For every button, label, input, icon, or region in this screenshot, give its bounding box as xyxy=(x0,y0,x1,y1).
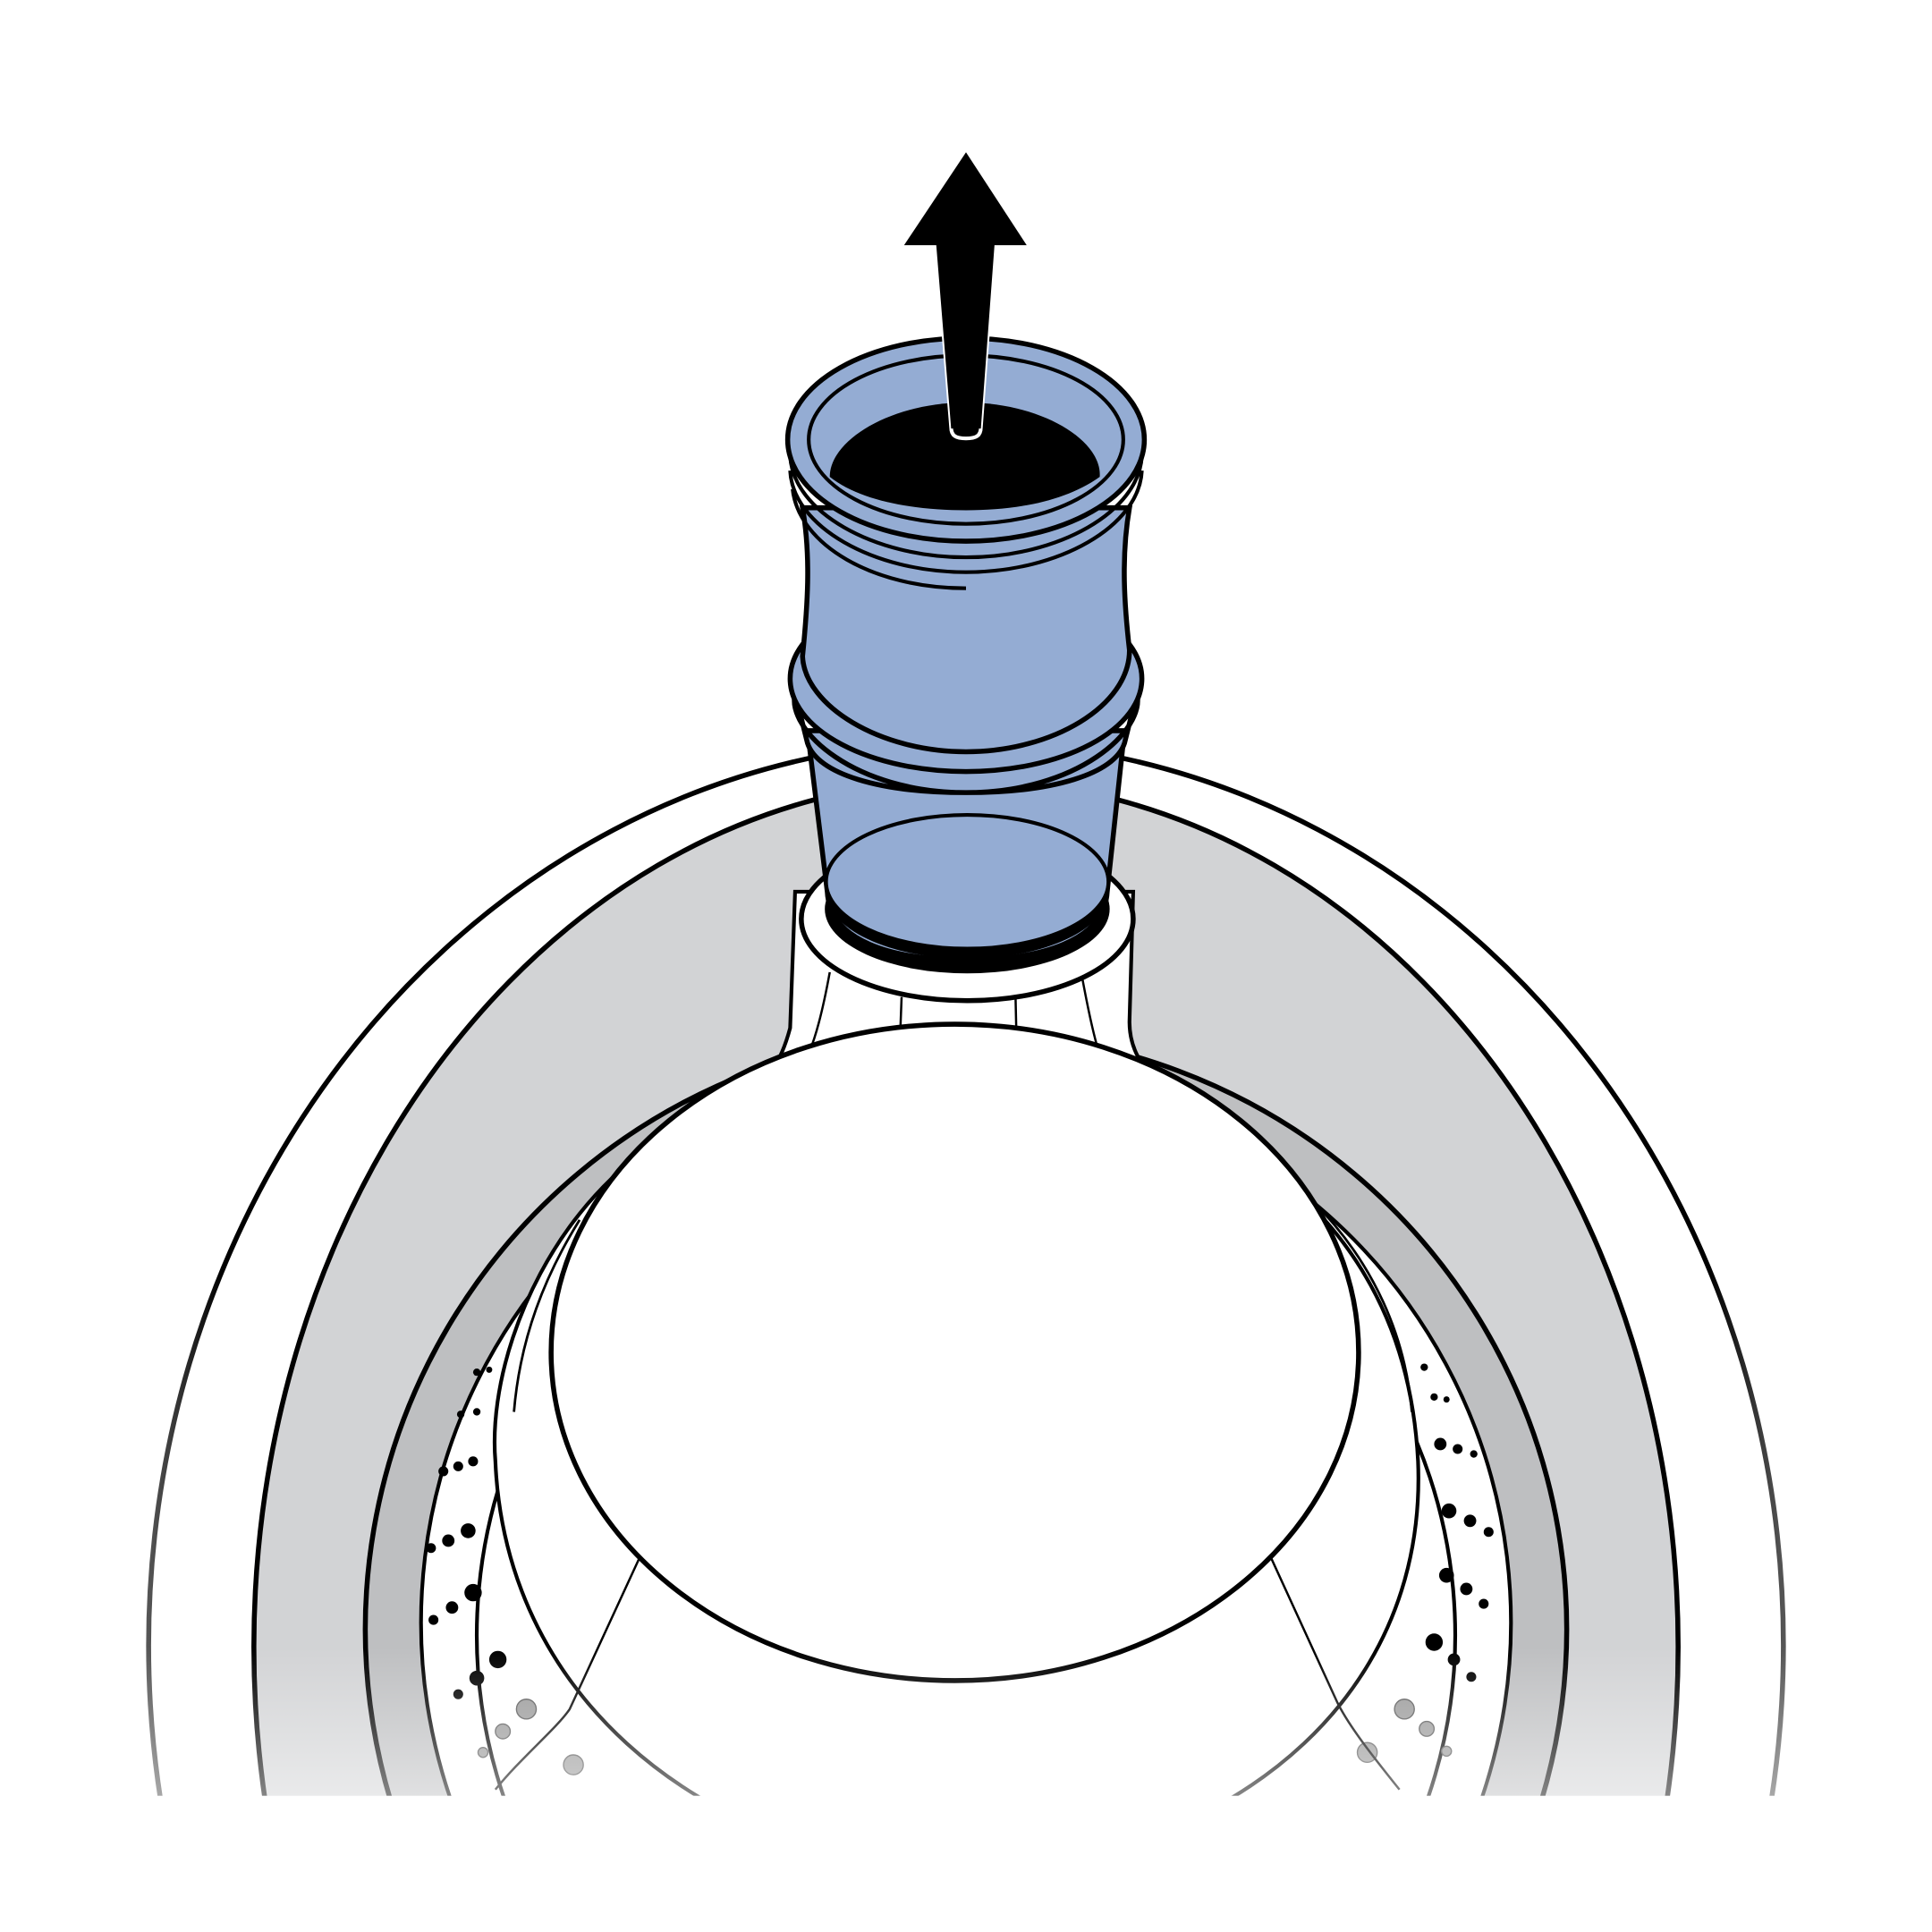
fade-left xyxy=(0,1052,224,1932)
cap-opening xyxy=(829,402,1100,511)
fade-right xyxy=(1708,1052,1932,1932)
cap-thread-rings xyxy=(788,455,1144,590)
cap-upper-body xyxy=(799,504,1133,755)
up-arrow-icon xyxy=(902,150,1029,441)
agitator xyxy=(492,835,1420,1810)
agitator-dome xyxy=(548,1021,1361,1683)
